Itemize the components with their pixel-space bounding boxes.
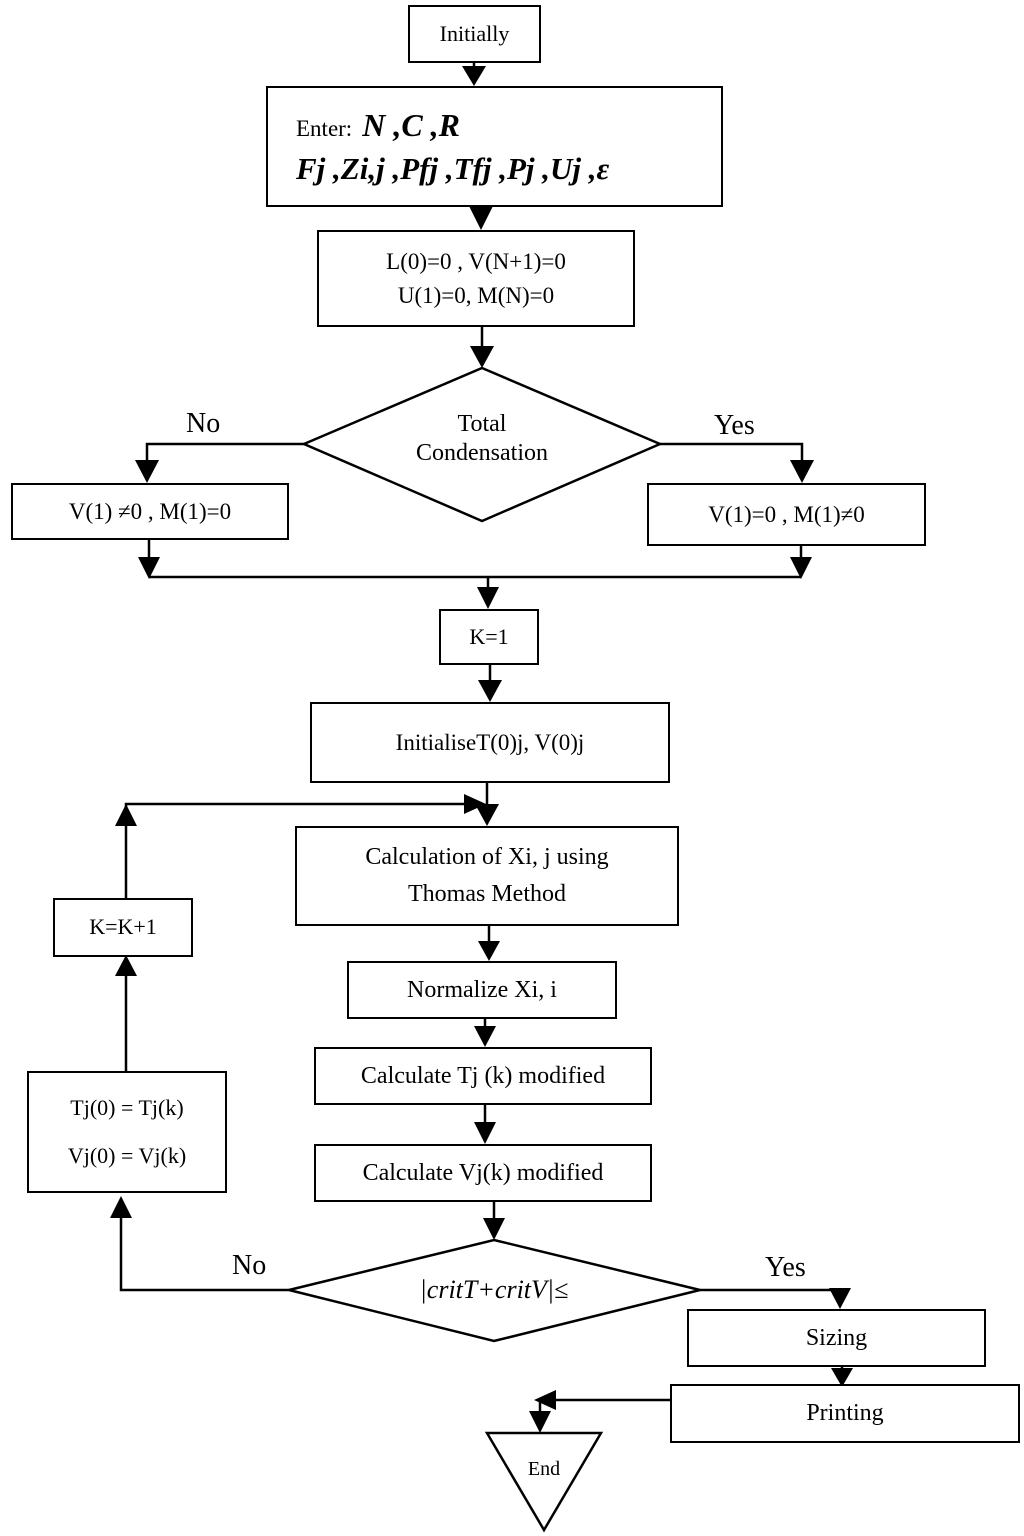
decision-total-condensation: Total Condensation — [380, 410, 584, 468]
decision-total-condensation-line2: Condensation — [416, 439, 548, 466]
end-label: End — [527, 1458, 561, 1480]
end-triangle-shape — [484, 1431, 604, 1533]
decision-convergence-shape — [288, 1238, 701, 1343]
k-init-text: K=1 — [469, 623, 509, 649]
decision-convergence: |critT+critV|≤ — [384, 1274, 604, 1305]
initial-conditions-line2: U(1)=0, M(N)=0 — [397, 282, 555, 308]
calc-vapour-box: Calculate Vj(k) modified — [314, 1144, 652, 1202]
normalize-box: Normalize Xi, i — [347, 961, 617, 1019]
calculation-line2: Thomas Method — [408, 881, 566, 907]
start-box: Initially — [408, 5, 541, 63]
k-init-box: K=1 — [439, 609, 539, 665]
calc-temperature-box: Calculate Tj (k) modified — [314, 1047, 652, 1105]
sizing-box: Sizing — [687, 1309, 986, 1367]
initialise-box: InitialiseT(0)j, V(0)j — [310, 702, 670, 783]
total-condensation-text: V(1)=0 , M(1)≠0 — [708, 501, 865, 527]
k-increment-text: K=K+1 — [89, 914, 157, 940]
enter-variables-line2: Fj ,Zi,j ,Pfj ,Tfj ,Pj ,Uj ,ε — [296, 151, 610, 187]
update-vapour-text: Vj(0) = Vj(k) — [67, 1143, 187, 1168]
calculation-line1: Calculation of Xi, j using — [365, 844, 609, 871]
partial-condensation-text: V(1) ≠0 , M(1)=0 — [68, 498, 232, 524]
decision1-yes-label: Yes — [714, 410, 755, 441]
decision-convergence-text: |critT+critV|≤ — [419, 1275, 569, 1304]
enter-prefix: Enter: — [296, 115, 353, 141]
total-condensation-box: V(1)=0 , M(1)≠0 — [647, 483, 926, 546]
enter-variables-line1: N ,C ,R — [362, 106, 460, 143]
update-temperature-text: Tj(0) = Tj(k) — [70, 1094, 184, 1120]
decision2-no-label: No — [232, 1250, 267, 1281]
initial-conditions-box: L(0)=0 , V(N+1)=0 U(1)=0, M(N)=0 — [317, 230, 635, 327]
normalize-text: Normalize Xi, i — [407, 976, 557, 1003]
start-label: Initially — [439, 20, 510, 46]
decision2-yes-label: Yes — [765, 1252, 806, 1283]
printing-box: Printing — [670, 1384, 1020, 1443]
partial-condensation-box: V(1) ≠0 , M(1)=0 — [11, 483, 289, 540]
input-box: Enter: N ,C ,R Fj ,Zi,j ,Pfj ,Tfj ,Pj ,U… — [266, 86, 723, 207]
k-increment-box: K=K+1 — [53, 898, 193, 957]
update-box: Tj(0) = Tj(k) Vj(0) = Vj(k) — [27, 1071, 227, 1193]
calc-vapour-text: Calculate Vj(k) modified — [362, 1159, 604, 1186]
calc-temperature-text: Calculate Tj (k) modified — [360, 1062, 606, 1089]
decision-total-condensation-shape — [300, 366, 664, 523]
initial-conditions-line1: L(0)=0 , V(N+1)=0 — [386, 248, 566, 274]
decision-total-condensation-line1: Total — [457, 411, 507, 437]
decision1-no-label: No — [186, 408, 221, 439]
initialise-text: InitialiseT(0)j, V(0)j — [395, 729, 585, 755]
printing-text: Printing — [806, 1400, 884, 1427]
calculation-box: Calculation of Xi, j using Thomas Method — [295, 826, 679, 926]
sizing-text: Sizing — [805, 1324, 868, 1351]
